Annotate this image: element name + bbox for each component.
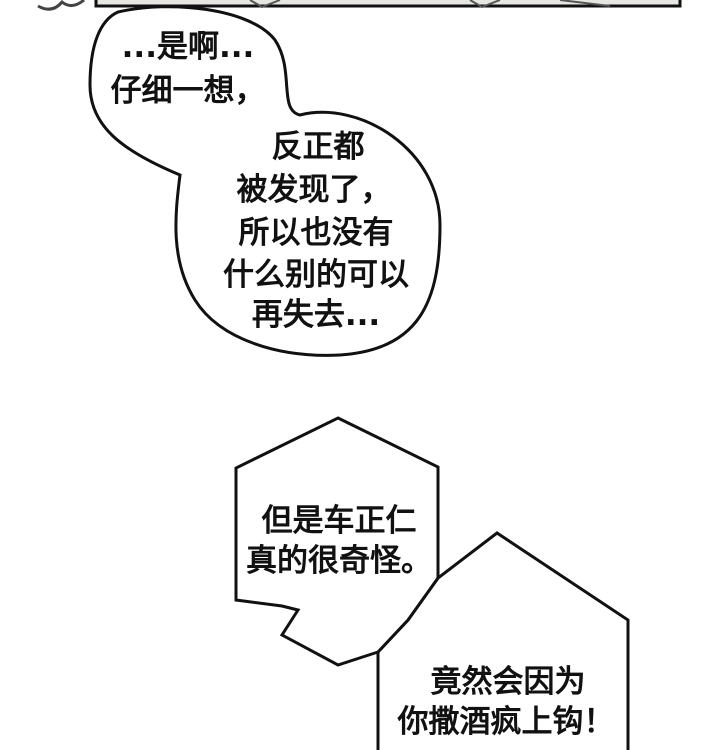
round-bubble-line-5: 所以也没有 bbox=[239, 215, 394, 251]
round-bubble-line-1: ...是啊... bbox=[122, 29, 255, 65]
top-panel-frame bbox=[94, 0, 682, 8]
round-bubble-line-7: 再失去... bbox=[252, 297, 380, 333]
round-bubble-line-3: 反正都 bbox=[272, 129, 365, 165]
angular-bubble-2-line-2: 你撒酒疯上钩！ bbox=[397, 704, 615, 740]
angular-bubble-2-line-1: 竟然会因为 bbox=[431, 664, 586, 700]
angular-speech-bubble-1 bbox=[234, 416, 440, 667]
round-speech-bubble bbox=[88, 5, 442, 357]
angular-bubble-1-text: 但是车正仁 真的很奇怪。 bbox=[246, 503, 432, 579]
top-panel-detail bbox=[249, 0, 611, 9]
angular-bubble-1-line-2: 真的很奇怪。 bbox=[246, 543, 432, 579]
angular-bubble-1-line-1: 但是车正仁 bbox=[262, 503, 417, 539]
round-bubble-text: ...是啊... 仔细一想， 反正都 被发现了， 所以也没有 什么别的可以 再失… bbox=[111, 29, 410, 333]
round-bubble-line-4: 被发现了， bbox=[237, 172, 392, 208]
top-panel bbox=[37, 0, 682, 11]
angular-bubble-2-text: 竟然会因为 你撒酒疯上钩！ bbox=[397, 664, 615, 740]
top-left-sketch bbox=[37, 0, 85, 11]
round-bubble-line-2: 仔细一想， bbox=[111, 73, 266, 109]
round-bubble-line-6: 什么别的可以 bbox=[223, 257, 409, 293]
